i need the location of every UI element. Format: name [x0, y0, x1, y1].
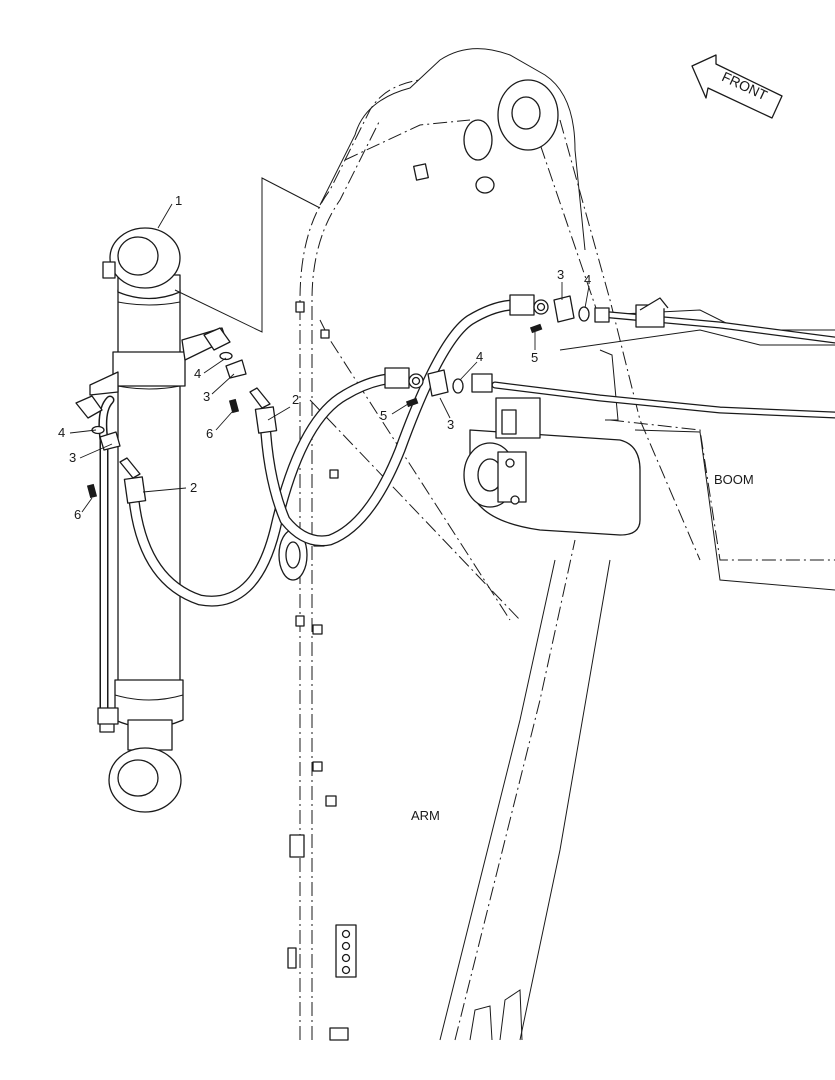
callout-4-cylinder-right: 4 [194, 366, 201, 381]
front-direction-arrow: FRONT [691, 54, 783, 119]
callout-4-cylinder-left: 4 [58, 425, 65, 440]
boom-steel-lines [491, 297, 835, 439]
hydraulic-cylinder [89, 227, 227, 813]
callout-4-arm-lower: 4 [476, 349, 483, 364]
callout-4-arm-upper: 4 [584, 272, 591, 287]
callout-5-arm-upper: 5 [531, 350, 538, 365]
callout-5-arm-lower: 5 [380, 408, 387, 423]
boom-structure [463, 309, 835, 591]
arm-label: ARM [411, 808, 440, 823]
callout-numbers: 1 2 2 3 3 3 3 4 4 4 4 5 5 6 6 [58, 193, 591, 522]
callout-6-cylinder-right: 6 [206, 426, 213, 441]
callout-leaders [69, 177, 590, 513]
callout-2-upper: 2 [292, 392, 299, 407]
arm-structure [299, 48, 701, 1041]
cylinder-fittings [75, 327, 247, 499]
callout-1: 1 [175, 193, 182, 208]
boom-label: BOOM [714, 472, 754, 487]
callout-3-cylinder-left: 3 [69, 450, 76, 465]
callout-3-cylinder-right: 3 [203, 389, 210, 404]
hose-assemblies [119, 294, 535, 607]
arm-brackets [287, 301, 357, 1041]
arm-hose-support [278, 529, 308, 581]
callout-3-arm-lower: 3 [447, 417, 454, 432]
arm-pivot-boss [413, 79, 559, 194]
arm-fittings [405, 295, 590, 408]
callout-3-arm-upper: 3 [557, 267, 564, 282]
callout-2-lower: 2 [190, 480, 197, 495]
callout-6-cylinder-left: 6 [74, 507, 81, 522]
